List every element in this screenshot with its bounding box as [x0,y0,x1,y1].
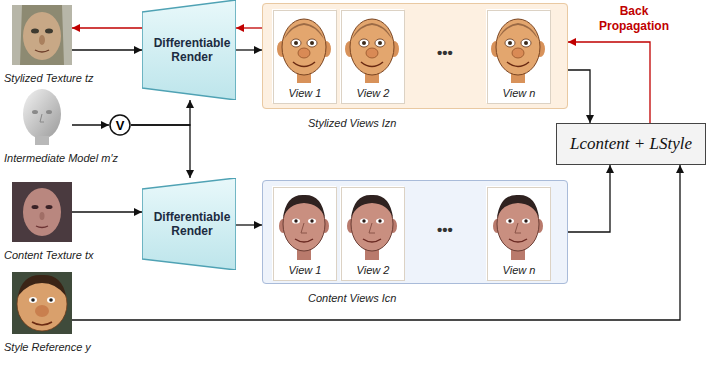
views-panel: Content Views IcnView 1View 2View n [262,180,568,284]
views-panel: Stylized Views IznView 1View 2View n [262,3,568,109]
node-label: View 2 [357,87,390,103]
backprop-arrow [568,42,650,123]
node-label: V [116,118,125,133]
node-label: Differentiable Render [142,210,236,238]
backprop-arrow [236,27,262,28]
view-box: View n [487,187,551,281]
image-tile: Style Reference y [12,272,72,334]
caption: Intermediate Model m′z [4,152,118,165]
node-label: Differentiable Render [142,36,236,64]
node-label: View n [503,87,536,103]
caption: Content Texture tx [4,249,93,262]
node-label: View n [503,264,536,280]
flow-arrow [568,165,610,232]
backprop-arrow [72,27,142,28]
image-tile: Stylized Texture tz [12,5,72,65]
flow-arrow [72,165,680,320]
flow-arrow [72,211,142,212]
image-tile: Intermediate Model m′z [12,85,72,145]
image-tile: Content Texture tx [12,182,72,242]
flow-arrow [131,100,190,125]
ellipsis-mark: ••• [425,221,465,238]
caption: Stylized Views Izn [308,117,396,130]
render-trapezoid: Differentiable Render [142,178,236,270]
flow-arrow [72,124,109,125]
flow-arrow [72,49,142,50]
flow-arrow [236,224,262,225]
view-box: View n [487,10,551,104]
flow-arrow [568,70,590,123]
caption: Stylized Texture tz [4,72,93,85]
node-label: View 1 [289,264,322,280]
flow-arrow [131,125,190,178]
node-label: Lcontent + LStyle [570,134,692,154]
node-label: View 2 [357,264,390,280]
loss-box: Lcontent + LStyle [556,123,706,165]
caption: Style Reference y [4,341,91,354]
node-label: View 1 [289,87,322,103]
render-trapezoid: Differentiable Render [142,0,236,100]
ellipsis-mark: ••• [425,44,465,61]
flow-arrow [236,49,262,50]
view-box: View 2 [341,187,405,281]
view-box: View 1 [273,187,337,281]
view-box: View 1 [273,10,337,104]
operator-circle: V [109,114,131,136]
view-box: View 2 [341,10,405,104]
caption: Content Views Icn [308,292,396,305]
edge-label: Back Propagation [592,4,676,34]
